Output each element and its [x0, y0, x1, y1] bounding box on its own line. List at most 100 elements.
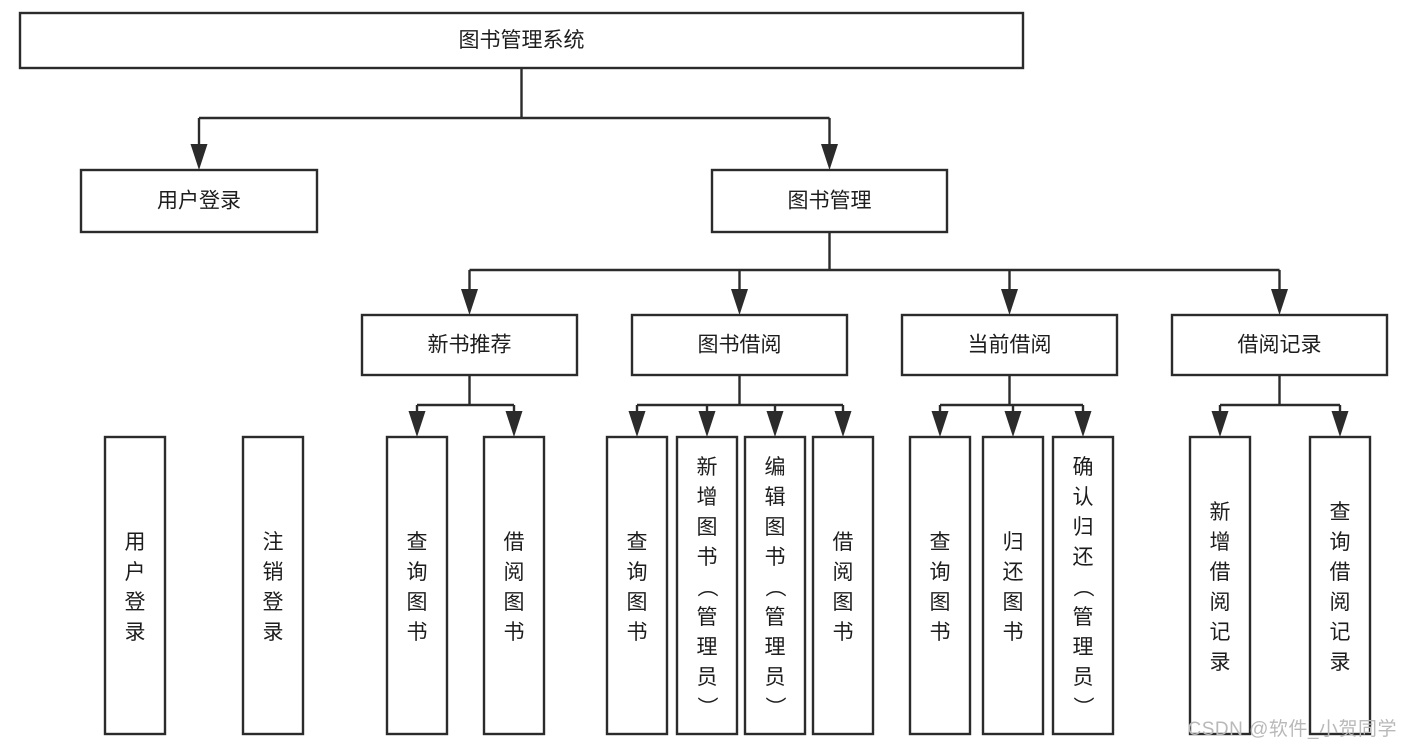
- node-root[interactable]: 图书管理系统: [18, 11, 1025, 70]
- node-box: [710, 168, 949, 234]
- node-box: [605, 435, 669, 736]
- node-label-char: 询: [627, 561, 648, 584]
- node-box: [385, 435, 449, 736]
- node-box: [241, 435, 305, 736]
- node-label-char: 借: [833, 531, 854, 554]
- node-label-char: 记: [1330, 621, 1351, 644]
- arrow-head: [766, 411, 784, 437]
- node-label-char: 书: [833, 621, 854, 644]
- node-label-char: 录: [125, 621, 146, 644]
- node-box: [360, 313, 579, 377]
- node-label-char: 新: [697, 456, 718, 479]
- node-label-char: 书: [1003, 621, 1024, 644]
- node-label-char: （: [763, 576, 786, 597]
- node-label: 新书推荐: [428, 334, 512, 357]
- arrow-head: [1004, 411, 1022, 437]
- node-label-char: 理: [697, 636, 718, 659]
- node-box: [1308, 435, 1372, 736]
- node-box: [18, 11, 1025, 70]
- node-book-borrow[interactable]: 图书借阅: [630, 313, 849, 377]
- node-box: [675, 435, 739, 736]
- node-label-char: 图: [833, 591, 854, 614]
- node-label-char: 查: [407, 531, 428, 554]
- node-label-char: 员: [1073, 666, 1094, 689]
- node-user-login[interactable]: 用户登录: [79, 168, 319, 234]
- node-borrow-record[interactable]: 借阅记录: [1170, 313, 1389, 377]
- node-label-char: 新: [1210, 501, 1231, 524]
- node-label-char: 登: [125, 591, 146, 614]
- node-box: [743, 435, 807, 736]
- node-current-borrow[interactable]: 当前借阅: [900, 313, 1119, 377]
- node-label-char: 员: [765, 666, 786, 689]
- node-label-char: 书: [765, 546, 786, 569]
- arrow-head: [834, 411, 852, 437]
- node-label-char: 阅: [833, 561, 854, 584]
- node-box: [981, 435, 1045, 736]
- node-label-char: 书: [627, 621, 648, 644]
- node-layer: 图书管理系统用户登录图书管理新书推荐图书借阅当前借阅借阅记录用户登录注销登录查询…: [18, 11, 1389, 736]
- node-label-char: 登: [263, 591, 284, 614]
- node-label-char: 注: [263, 531, 284, 554]
- node-label-char: 录: [1330, 651, 1351, 674]
- node-box: [1051, 435, 1115, 736]
- node-label: 用户登录: [157, 190, 241, 213]
- arrow-head: [190, 144, 208, 170]
- node-label-char: 书: [930, 621, 951, 644]
- node-label-char: 确: [1073, 456, 1094, 479]
- node-label-char: 销: [263, 561, 284, 584]
- node-label: 图书管理系统: [459, 29, 585, 52]
- node-label-char: 录: [1210, 651, 1231, 674]
- node-label-char: 记: [1210, 621, 1231, 644]
- arrow-head: [1331, 411, 1349, 437]
- node-new-book-rec[interactable]: 新书推荐: [360, 313, 579, 377]
- node-label-char: 归: [1073, 516, 1094, 539]
- arrow-head: [821, 144, 838, 170]
- node-label-char: 书: [504, 621, 525, 644]
- arrow-head: [628, 411, 646, 437]
- node-label-char: 增: [1210, 531, 1231, 554]
- node-box: [1170, 313, 1389, 377]
- node-label-char: 阅: [1210, 591, 1231, 614]
- node-label-char: 管: [697, 606, 718, 629]
- node-label-char: 户: [125, 561, 146, 584]
- node-box: [630, 313, 849, 377]
- node-label-char: 图: [627, 591, 648, 614]
- node-label: 借阅记录: [1238, 334, 1322, 357]
- node-label-char: 理: [1073, 636, 1094, 659]
- node-label-char: 认: [1073, 486, 1094, 509]
- node-label-char: 图: [930, 591, 951, 614]
- node-label-char: 询: [407, 561, 428, 584]
- node-book-manage[interactable]: 图书管理: [710, 168, 949, 234]
- node-label-char: 书: [407, 621, 428, 644]
- node-label: 当前借阅: [968, 334, 1052, 357]
- arrow-head: [505, 411, 523, 437]
- arrow-head: [731, 289, 748, 315]
- node-label-char: 增: [697, 486, 718, 509]
- node-box: [79, 168, 319, 234]
- connector-layer: [190, 68, 1349, 437]
- node-label-char: （: [695, 576, 718, 597]
- arrow-head: [931, 411, 949, 437]
- node-label-char: 查: [627, 531, 648, 554]
- node-label-char: 还: [1003, 561, 1024, 584]
- node-label-char: 查: [1330, 501, 1351, 524]
- node-leaf-user-login[interactable]: 用户登录: [103, 435, 167, 736]
- node-label-char: 阅: [504, 561, 525, 584]
- node-label-char: 图: [1003, 591, 1024, 614]
- node-label: 图书管理: [788, 190, 872, 213]
- node-label-char: 阅: [1330, 591, 1351, 614]
- arrow-head: [1271, 289, 1288, 315]
- node-label-char: 图: [407, 591, 428, 614]
